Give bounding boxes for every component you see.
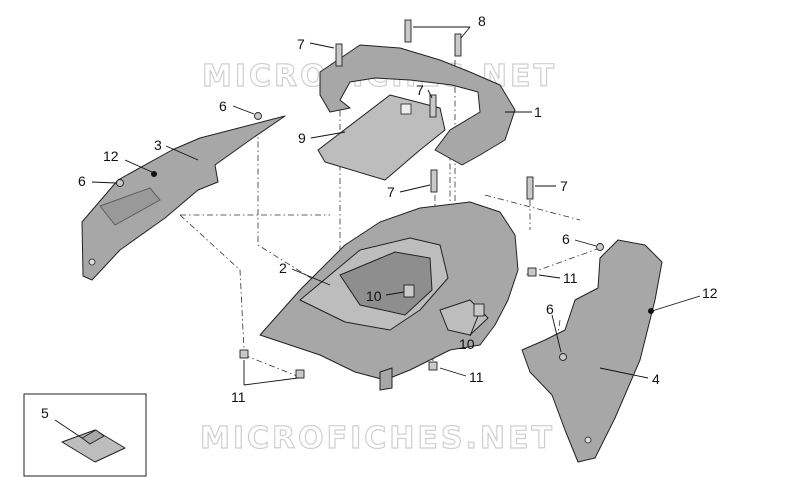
callout-1: 1 [534, 104, 542, 120]
right-side-panel [521, 239, 663, 463]
cover-plate [317, 94, 446, 181]
tail-body [259, 201, 519, 391]
callout-2: 2 [279, 260, 287, 276]
callout-12b: 12 [702, 285, 718, 301]
callout-11a: 11 [563, 270, 578, 286]
left-side-panel [81, 115, 286, 281]
watermark-bottom: MICROFICHES.NET [200, 421, 555, 456]
callout-10b: 10 [459, 336, 475, 352]
leader-lines [54, 26, 701, 439]
callout-7b: 7 [416, 82, 424, 98]
callout-7d: 7 [560, 178, 568, 194]
callout-7a: 7 [297, 36, 305, 52]
callout-11c: 11 [231, 389, 246, 405]
callout-8: 8 [478, 13, 486, 29]
callout-9: 9 [298, 130, 306, 146]
clip-nut [61, 429, 126, 463]
grab-handle [319, 44, 516, 166]
callout-7c: 7 [387, 184, 395, 200]
callout-4: 4 [652, 371, 660, 387]
callout-11b: 11 [469, 369, 484, 385]
callout-12a: 12 [103, 148, 119, 164]
callout-6b: 6 [78, 173, 86, 189]
callout-5: 5 [41, 405, 49, 421]
callout-6c: 6 [562, 231, 570, 247]
callout-6d: 6 [546, 301, 554, 317]
callouts: 1 2 3 4 5 6 6 6 6 7 7 7 7 8 9 10 10 11 1… [41, 13, 718, 421]
callout-3: 3 [154, 137, 162, 153]
callout-10a: 10 [366, 288, 382, 304]
callout-6a: 6 [219, 98, 227, 114]
fasteners [116, 19, 654, 379]
